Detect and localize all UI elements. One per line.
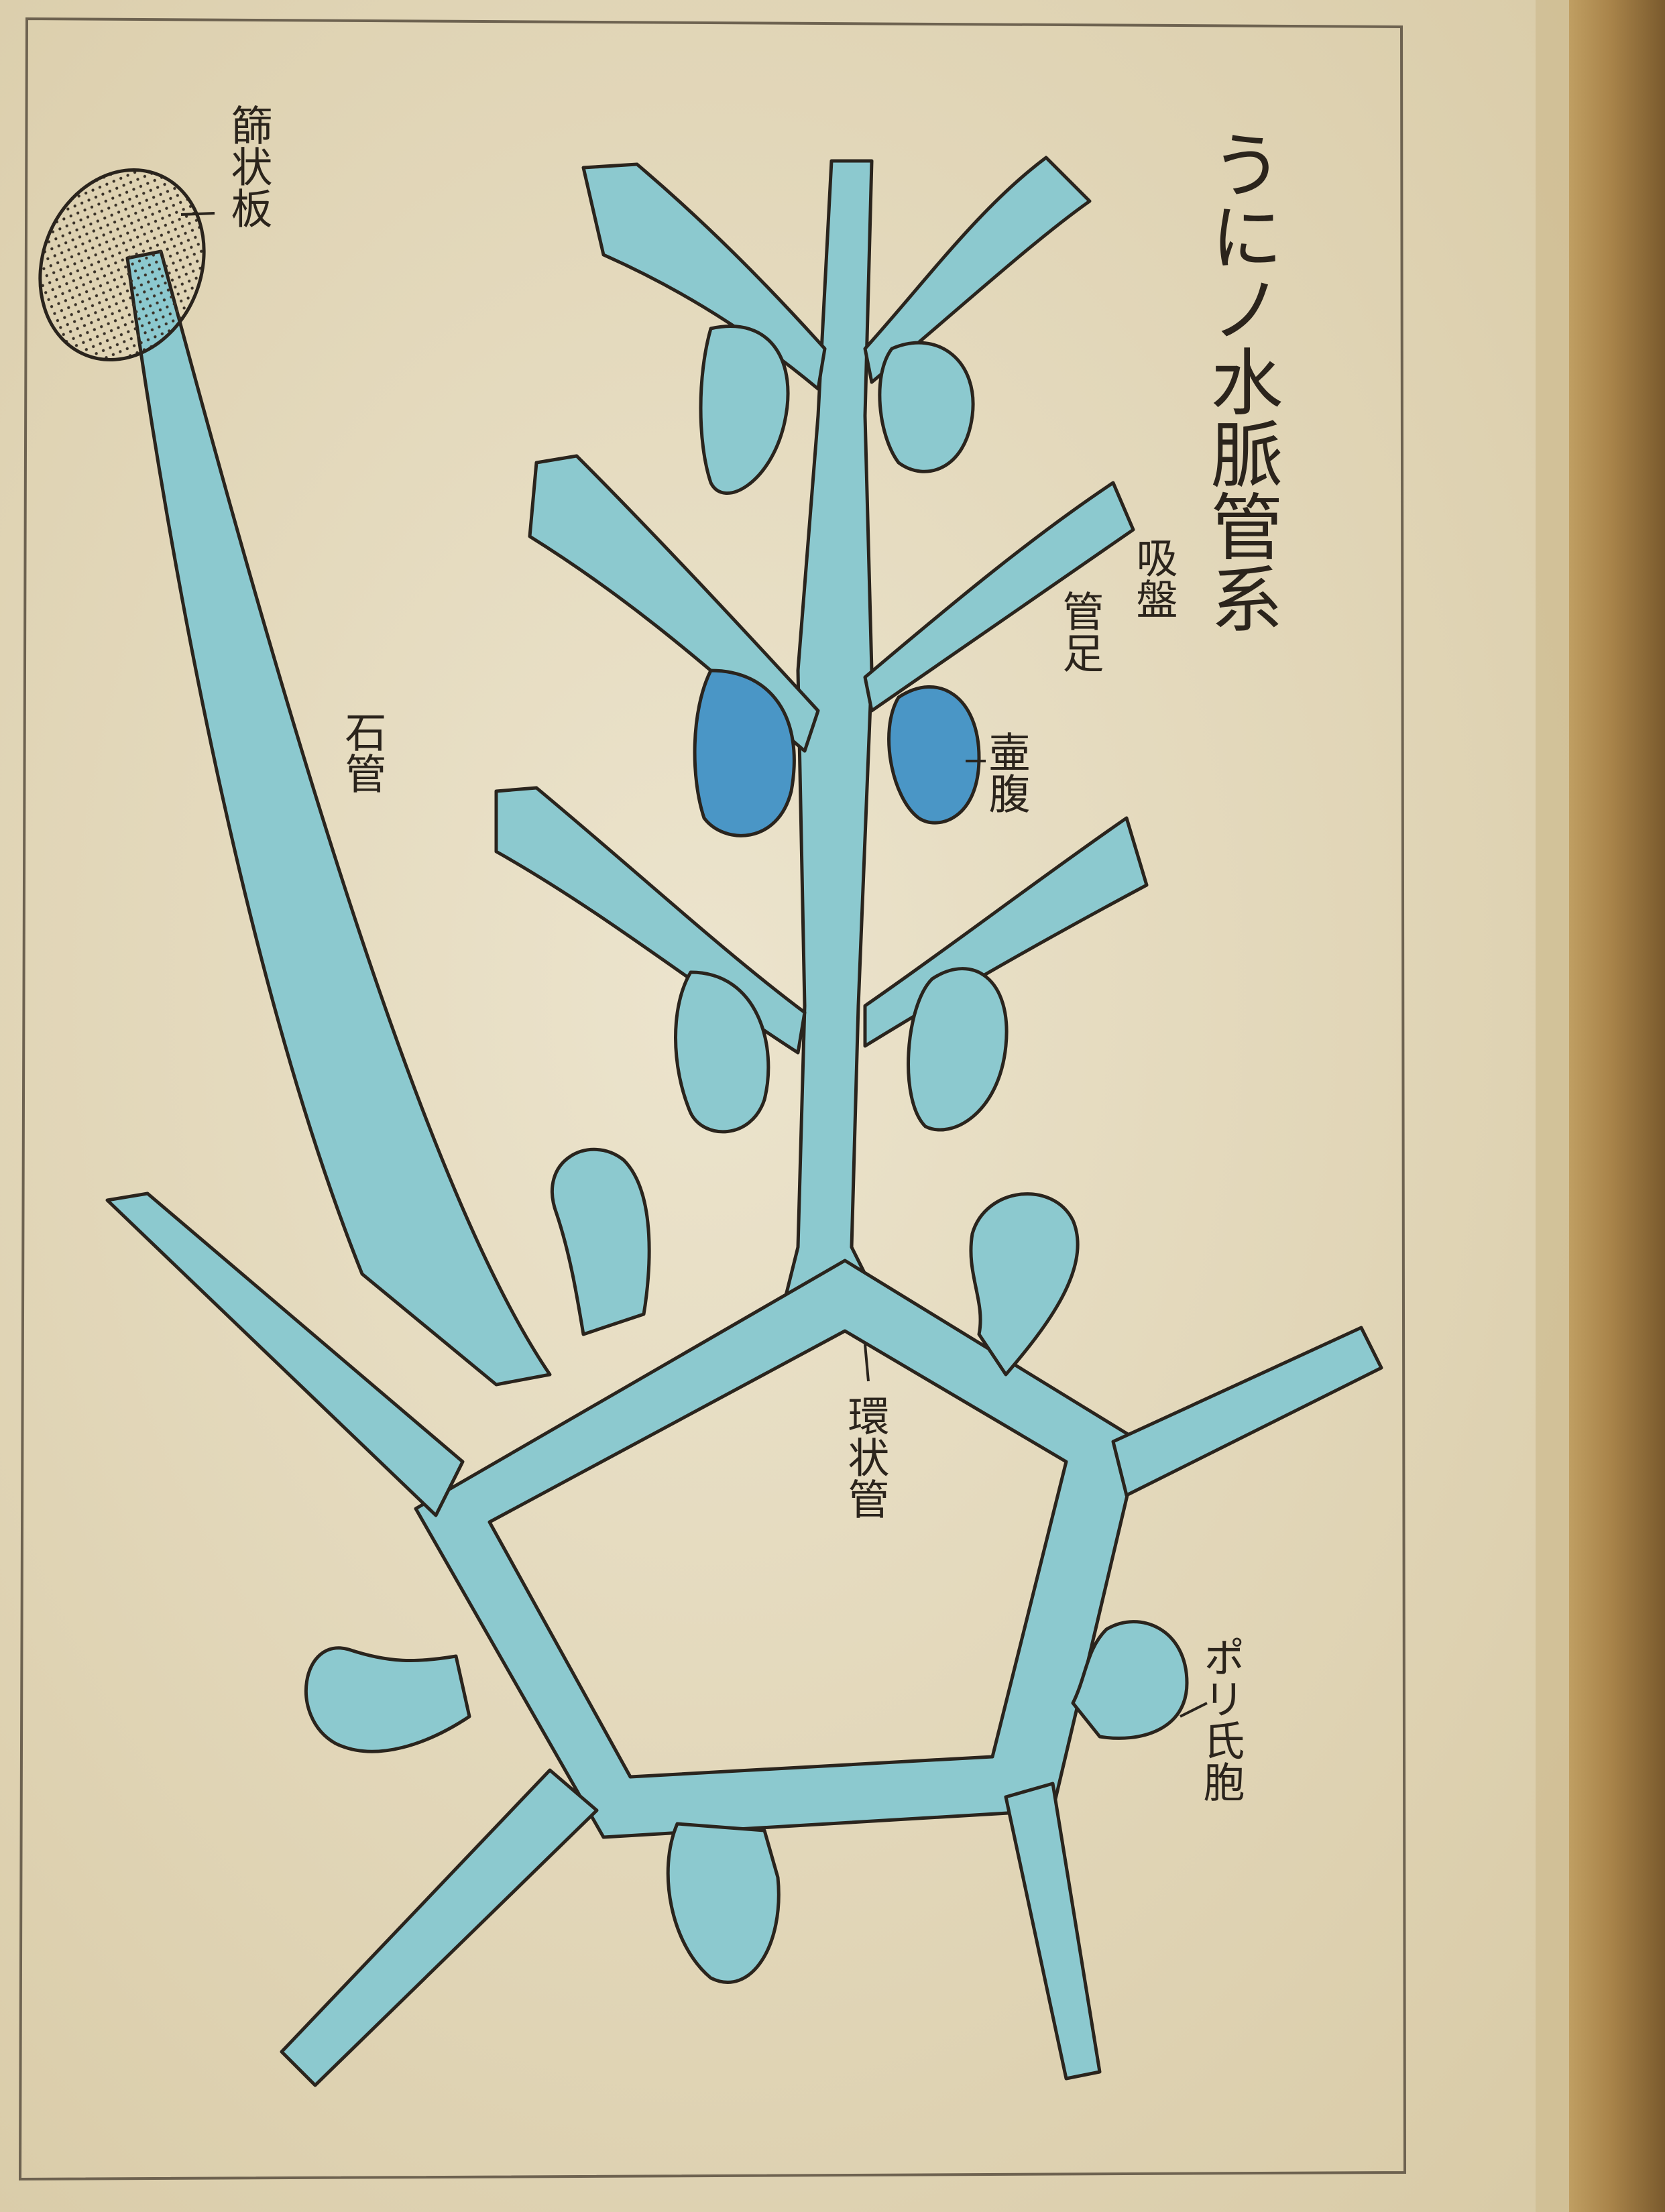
label-sucker: 吸盤 xyxy=(1129,536,1178,620)
label-ampulla: 壷腹 xyxy=(982,731,1031,814)
label-polian-vesicle: ポリ氏胞 xyxy=(1196,1636,1245,1802)
page-edge-shadow xyxy=(1536,0,1569,2212)
book-binding xyxy=(1556,0,1665,2212)
label-ring-canal: 環状管 xyxy=(841,1395,890,1519)
label-tube-foot: 管足 xyxy=(1055,590,1104,673)
label-stone-canal: 石管 xyxy=(338,711,387,794)
label-madreporite: 篩状板 xyxy=(224,104,273,229)
madreporite-pointer xyxy=(181,213,215,215)
diagram-title: うにノ水脈管系 xyxy=(1199,127,1283,634)
